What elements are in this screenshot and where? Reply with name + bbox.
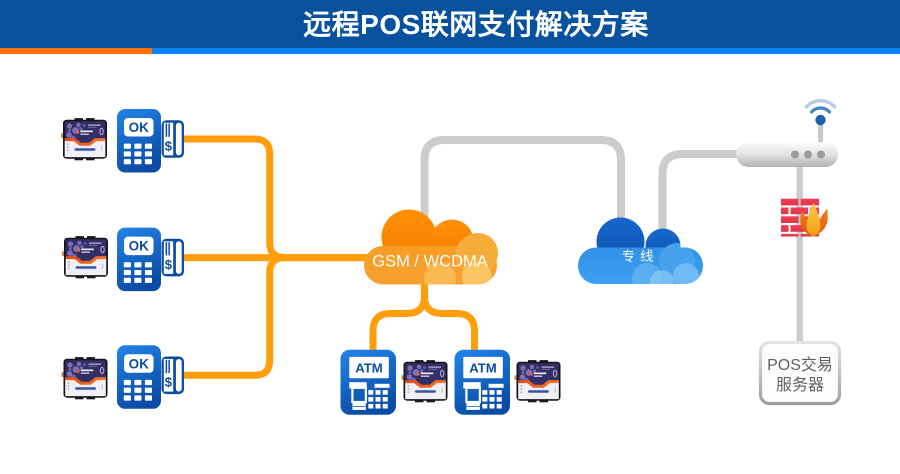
svg-text:专线: 专线 xyxy=(622,249,659,264)
svg-text:POS交易: POS交易 xyxy=(767,356,833,374)
svg-text:GSM / WCDMA: GSM / WCDMA xyxy=(372,253,488,271)
svg-text:服务器: 服务器 xyxy=(776,376,824,394)
